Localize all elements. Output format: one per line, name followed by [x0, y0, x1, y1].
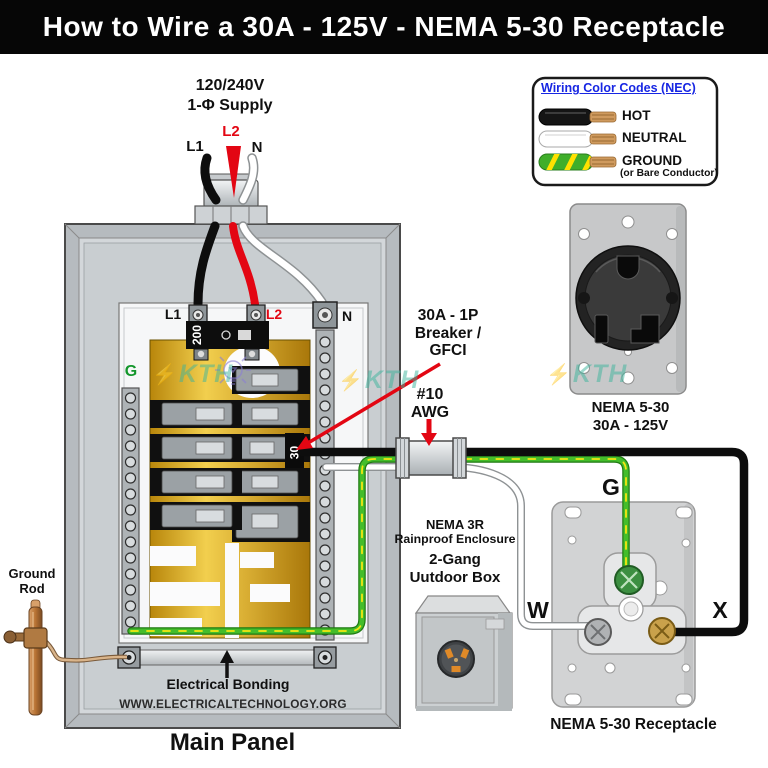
ground-electrode-wire [43, 639, 128, 662]
page-title: How to Wire a 30A - 125V - NEMA 5-30 Rec… [42, 11, 726, 42]
bonding-label: Electrical Bonding [166, 676, 290, 692]
ground-wire [127, 455, 630, 635]
legend-neutral-wire-swatch [538, 130, 617, 148]
supply-voltage-label: 120/240V [195, 77, 265, 94]
main-breaker: 200 [186, 301, 338, 361]
legend-hot-wire-swatch [538, 108, 617, 126]
breaker-callout-line3: GFCI [429, 342, 467, 359]
conduit-connector [395, 437, 467, 479]
main-panel-caption: Main Panel [169, 729, 296, 756]
outdoor-box [414, 595, 513, 711]
neutral-wire [322, 463, 598, 630]
awg-callout: #10 AWG [399, 386, 461, 422]
receptacle-back [551, 501, 696, 708]
terminal-x-label: X [712, 597, 728, 623]
receptacle-front-name: NEMA 5-30 [591, 399, 670, 416]
awg-callout-line1: #10 [416, 386, 444, 403]
legend-ground-wire-swatch [538, 153, 617, 171]
awg-callout-line2: AWG [410, 404, 450, 421]
enclosure-line4: Uutdoor Box [409, 568, 501, 586]
legend-hot-label: HOT [622, 108, 651, 123]
receptacle-back-caption: NEMA 5-30 Receptacle [550, 716, 717, 733]
awg-callout-arrow [421, 419, 437, 446]
title-bar: How to Wire a 30A - 125V - NEMA 5-30 Rec… [0, 0, 768, 54]
ground-rod-line1: Ground [8, 566, 56, 581]
ground-rod-label: Ground Rod [0, 566, 64, 597]
supply-l1-label: L1 [186, 138, 204, 155]
receptacle-front-rating: 30A - 125V [592, 417, 669, 434]
supply-neutral-wire [239, 154, 257, 204]
ground-slot [616, 255, 640, 280]
enclosure-line3: 2-Gang [429, 550, 481, 568]
ground-rod-line2: Rod [19, 581, 45, 597]
panel-n-label: N [341, 308, 353, 324]
bonding-arrow [220, 650, 234, 678]
terminal-g [614, 565, 644, 595]
hot-wire [297, 447, 749, 637]
breaker-callout-line2: Breaker / [414, 324, 482, 342]
enclosure-line1: NEMA 3R [425, 517, 485, 532]
website-label: WWW.ELECTRICALTECHNOLOGY.ORG [119, 697, 347, 711]
supply-hot-l2-wire [226, 146, 241, 198]
panel-l1-label: L1 [164, 306, 182, 322]
supply-phase-label: 1-Φ Supply [187, 97, 273, 114]
branch-breakers-left [150, 400, 242, 530]
legend-title: Wiring Color Codes (NEC) [541, 81, 696, 95]
legend-neutral-label: NEUTRAL [622, 130, 687, 145]
legend-box [531, 76, 719, 187]
ground-rod [3, 599, 128, 716]
supply-hot-l1-wire [200, 153, 221, 205]
ground-bus [121, 387, 140, 635]
legend-ground-label: GROUND [622, 153, 682, 168]
hot-slot [630, 314, 660, 344]
breaker-callout: 30A - 1P Breaker / GFCI [393, 307, 503, 360]
legend-ground-note: (or Bare Conductor) [620, 168, 718, 179]
terminal-w [584, 618, 612, 646]
terminal-w-label: W [527, 597, 549, 623]
breaker-callout-arrow [296, 362, 441, 450]
ground-bus-label: G [124, 363, 138, 380]
supply-l2-label: L2 [222, 123, 240, 140]
neutral-bus [315, 329, 335, 641]
enclosure-callout: NEMA 3R Rainproof Enclosure 2-Gang Uutdo… [381, 517, 529, 586]
branch-breakers-right: 30 [232, 366, 310, 542]
terminal-g-label: G [602, 474, 620, 500]
breaker-callout-line1: 30A - 1P [417, 307, 479, 324]
panel-l2-label: L2 [265, 306, 283, 322]
main-breaker-rating: 200 [190, 325, 204, 345]
enclosure-line2: Rainproof Enclosure [394, 532, 516, 547]
branch-breaker-30a: 30 [232, 433, 310, 472]
supply-n-label: N [251, 139, 263, 156]
receptacle-front [569, 203, 687, 395]
terminal-x [648, 617, 676, 645]
neutral-slot [594, 314, 609, 344]
